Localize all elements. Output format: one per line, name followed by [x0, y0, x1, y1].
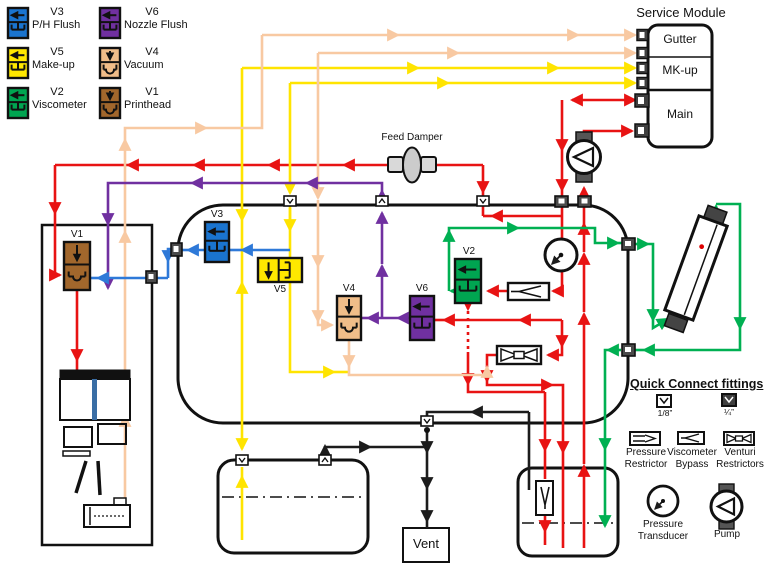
viscometer-bypass-icon: [677, 431, 705, 445]
vent-label: Vent: [412, 536, 440, 551]
pressure-restrictor-icon: [629, 431, 661, 446]
legend-v1-code: V1: [145, 86, 159, 98]
legend-v4-name: Vacuum: [124, 59, 164, 71]
venturi-restrictor: [495, 344, 543, 366]
valve-label-v4: V4: [342, 283, 356, 294]
legend-v4-code: V4: [145, 46, 159, 58]
legend-v5-name: Make-up: [32, 59, 75, 71]
pressure-transducer: [543, 237, 579, 273]
valve-V2: [453, 257, 483, 305]
valve-V4: [335, 294, 363, 342]
legend-V5: [6, 46, 30, 80]
legend-V4: [98, 46, 122, 80]
transducer-label-1: Pressure: [642, 519, 683, 530]
service-module-title: Service Module: [636, 5, 726, 20]
viscometer-bypass-label-2: Bypass: [675, 459, 709, 470]
pump-label: Pump: [713, 529, 741, 540]
valve-label-v5: V5: [273, 284, 287, 295]
venturi-restrictor-icon: [723, 431, 755, 446]
legend-v6-code: V6: [145, 6, 159, 18]
qc-quarter-icon: [721, 393, 737, 407]
pressure-transducer-icon: [646, 484, 680, 518]
service-module-main: Main: [666, 107, 693, 121]
system-cabinet: [176, 203, 630, 425]
ink-tank: [516, 466, 620, 558]
valve-V5: [256, 256, 304, 284]
service-module-gutter: Gutter: [663, 32, 697, 46]
red-lines: [48, 93, 638, 548]
pressure-restrictor-label-1: Pressure: [625, 447, 666, 458]
legend-v5-code: V5: [50, 46, 64, 58]
valve-label-v1: V1: [70, 229, 84, 240]
legend-v2-name: Viscometer: [32, 99, 87, 111]
viscometer-bypass-label-1: Viscometer: [667, 447, 717, 458]
printhead-enclosure: [40, 223, 154, 547]
quick-connect-tabs: [145, 195, 636, 466]
viscometer-bypass: [506, 281, 551, 302]
viscometer-tube: [662, 204, 730, 334]
legend-V6: [98, 6, 122, 40]
transducer-label-2: Transducer: [637, 531, 689, 542]
feed-damper: [387, 146, 437, 184]
service-module-ports: [634, 28, 650, 138]
valve-label-v6: V6: [415, 283, 429, 294]
legend-V3: [6, 6, 30, 40]
pump-icon: [709, 483, 744, 530]
qc-eighth-label: 1/8”: [657, 408, 673, 418]
legend-v3-name: P/H Flush: [32, 19, 81, 31]
qc-quarter-label: ¼”: [724, 407, 734, 417]
vent-lines: [318, 405, 531, 528]
valve-label-v3: V3: [210, 209, 224, 220]
venturi-label-2: Restrictors: [716, 459, 764, 470]
peach-lines: [118, 28, 638, 505]
printhead-assembly: [59, 369, 131, 528]
qc-eighth-icon: [656, 394, 672, 408]
yellow-lines: [235, 61, 638, 540]
venturi-label-1: Venturi: [724, 447, 756, 458]
makeup-tank: [216, 458, 370, 555]
legend-v1-name: Printhead: [124, 99, 172, 111]
pressure-restrictor-label-2: Restrictor: [624, 459, 668, 470]
blue-lines: [91, 243, 290, 285]
fittings-title: Quick Connect fittings: [630, 377, 764, 391]
service-module-mkup: MK-up: [662, 63, 698, 77]
legend-v2-code: V2: [50, 86, 64, 98]
fittings-legend-icons: [629, 393, 755, 530]
valve-V1: [62, 240, 92, 292]
purple-lines: [101, 176, 410, 325]
feed-damper-label: Feed Damper: [381, 132, 443, 143]
valve-V3: [203, 220, 231, 264]
pump: [566, 131, 602, 183]
vent-junction-dot: [424, 427, 430, 433]
legend-v6-name: Nozzle Flush: [124, 19, 188, 31]
valve-label-v2: V2: [462, 246, 476, 257]
valve-V6: [408, 294, 436, 342]
legend-V1: [98, 86, 122, 120]
legend-v3-code: V3: [50, 6, 64, 18]
legend-V2: [6, 86, 30, 120]
level-sensor: [535, 480, 554, 516]
